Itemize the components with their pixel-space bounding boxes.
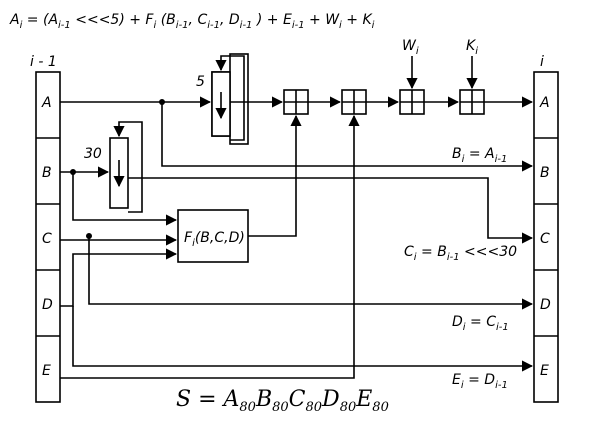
w-input-label: Wi	[402, 38, 419, 57]
c-to-right-d-wire	[88, 236, 534, 310]
d-to-right-e-wire	[72, 306, 534, 372]
left-cell-a: A	[41, 95, 52, 111]
b-to-function-wire	[72, 172, 178, 226]
output-formula: S = A80B80C80D80E80	[176, 387, 389, 415]
adder-2	[341, 89, 367, 115]
assign-b-label: Bi = Ai-1	[452, 146, 507, 165]
rotate-30-feedback-wire	[113, 121, 143, 213]
e-to-adder2-wire	[60, 114, 360, 379]
left-register-title: i - 1	[30, 54, 57, 70]
function-label: Fi(B,C,D)	[184, 230, 245, 249]
function-box	[177, 209, 249, 263]
rotate-5-back	[229, 53, 249, 145]
rotate-5-label: 5	[196, 74, 205, 90]
rotate-30-block: 30	[84, 121, 143, 213]
right-register: A B C D E	[533, 71, 559, 403]
adder-1	[283, 89, 309, 115]
assign-e-label: Ei = Di-1	[452, 372, 508, 391]
right-cell-d: D	[540, 297, 551, 313]
left-cell-d: D	[42, 297, 53, 313]
right-register-title: i	[540, 54, 544, 70]
left-register: A B C D E	[35, 71, 61, 403]
right-cell-c: C	[540, 231, 550, 247]
rotate-5-block: 5	[196, 53, 249, 145]
adder-4	[459, 89, 485, 115]
left-cell-e: E	[42, 363, 51, 379]
left-cell-c: C	[42, 231, 52, 247]
rotate30-to-right-c-wire	[128, 177, 534, 244]
adder-3	[399, 89, 425, 115]
left-register-frame	[35, 71, 61, 403]
right-register-frame	[533, 71, 559, 403]
right-cell-e: E	[540, 363, 549, 379]
function-block: Fi(B,C,D)	[177, 209, 249, 263]
right-cell-a: A	[539, 95, 550, 111]
assign-d-label: Di = Ci-1	[452, 314, 509, 333]
rotate-5-feedback-wire	[215, 55, 245, 141]
header-formula: Ai = (Ai-1 <<<5) + Fi (Bi-1, Ci-1, Di-1 …	[9, 12, 375, 31]
function-to-adder1-wire	[248, 114, 302, 237]
d-to-function-wire	[60, 248, 178, 307]
assign-c-label: Ci = Bi-1 <<<30	[404, 244, 517, 263]
a-to-right-b-wire	[161, 102, 534, 172]
k-input-label: Ki	[466, 38, 478, 57]
right-cell-b: B	[540, 165, 550, 181]
left-cell-b: B	[42, 165, 52, 181]
rotate-30-label: 30	[84, 146, 102, 162]
